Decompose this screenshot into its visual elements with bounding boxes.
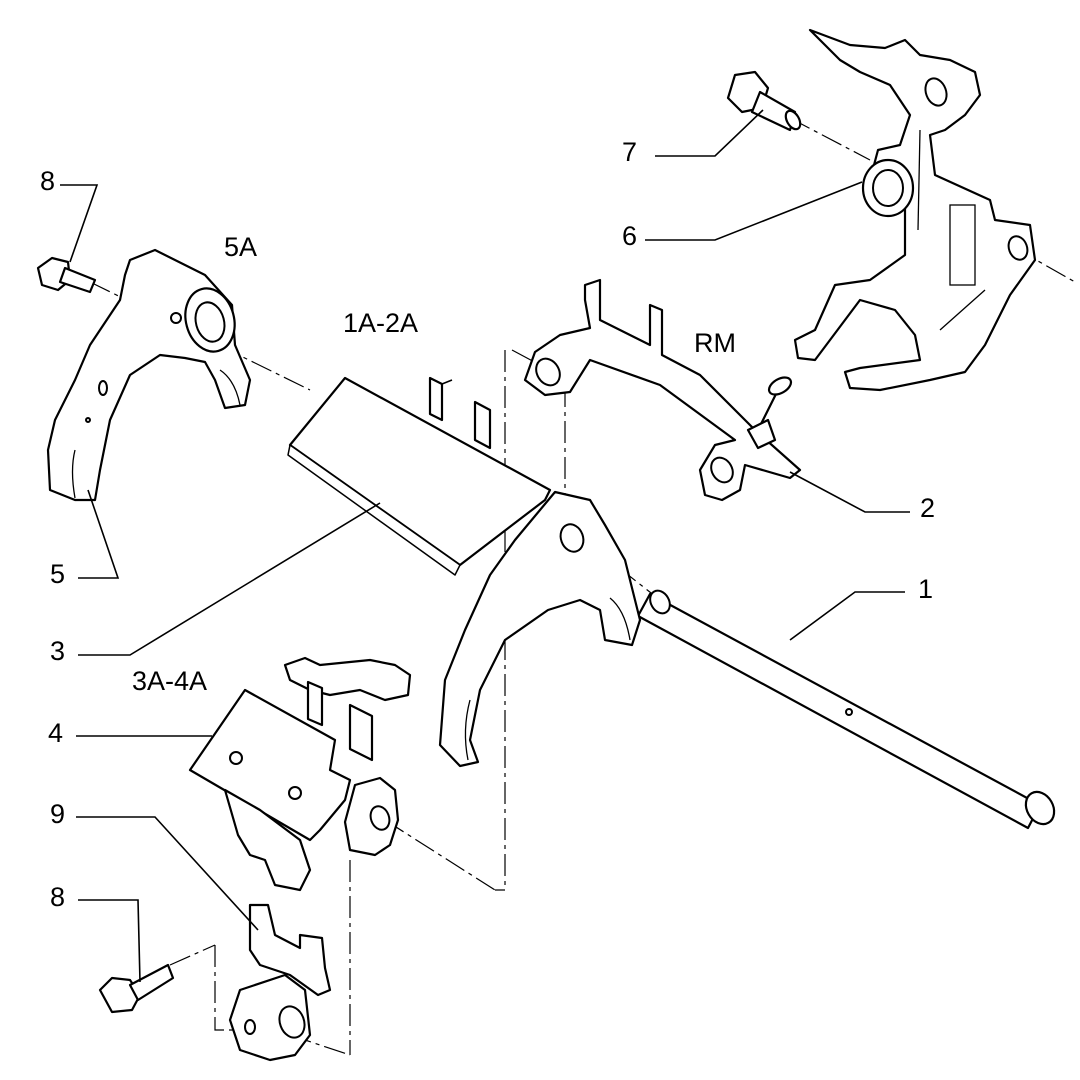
callout-8-bottom: 8 <box>50 882 65 912</box>
callout-3: 3 <box>50 636 65 666</box>
callout-1: 1 <box>918 574 933 604</box>
gate-block-part-9 <box>228 903 332 1062</box>
fork-5a-part-5 <box>46 248 252 502</box>
bolt-part-8-top <box>36 256 97 294</box>
callout-5: 5 <box>50 559 65 589</box>
leader-lines <box>60 109 910 983</box>
label-rm: RM <box>694 328 736 358</box>
fork-3a-4a-part-4 <box>188 656 412 892</box>
label-5a: 5A <box>224 232 257 262</box>
part-labels: 5A 1A-2A 3A-4A RM <box>132 232 736 696</box>
selector-lever-part-6 <box>793 28 1037 392</box>
callout-9: 9 <box>50 799 65 829</box>
bolt-part-8-bottom <box>98 963 175 1014</box>
callout-4: 4 <box>48 718 63 748</box>
label-3a-4a: 3A-4A <box>132 666 207 696</box>
bolt-part-7 <box>726 70 802 132</box>
label-1a-2a: 1A-2A <box>343 308 418 338</box>
fork-rm-part-2 <box>523 278 802 502</box>
callout-8-top: 8 <box>40 166 55 196</box>
shift-rail-part-1 <box>636 589 1056 830</box>
fork-1a-2a-part-3 <box>287 376 642 768</box>
callout-6: 6 <box>622 221 637 251</box>
callout-7: 7 <box>622 137 637 167</box>
callout-2: 2 <box>920 493 935 523</box>
callout-numbers: 1 2 3 4 5 6 7 8 8 9 <box>40 137 935 912</box>
